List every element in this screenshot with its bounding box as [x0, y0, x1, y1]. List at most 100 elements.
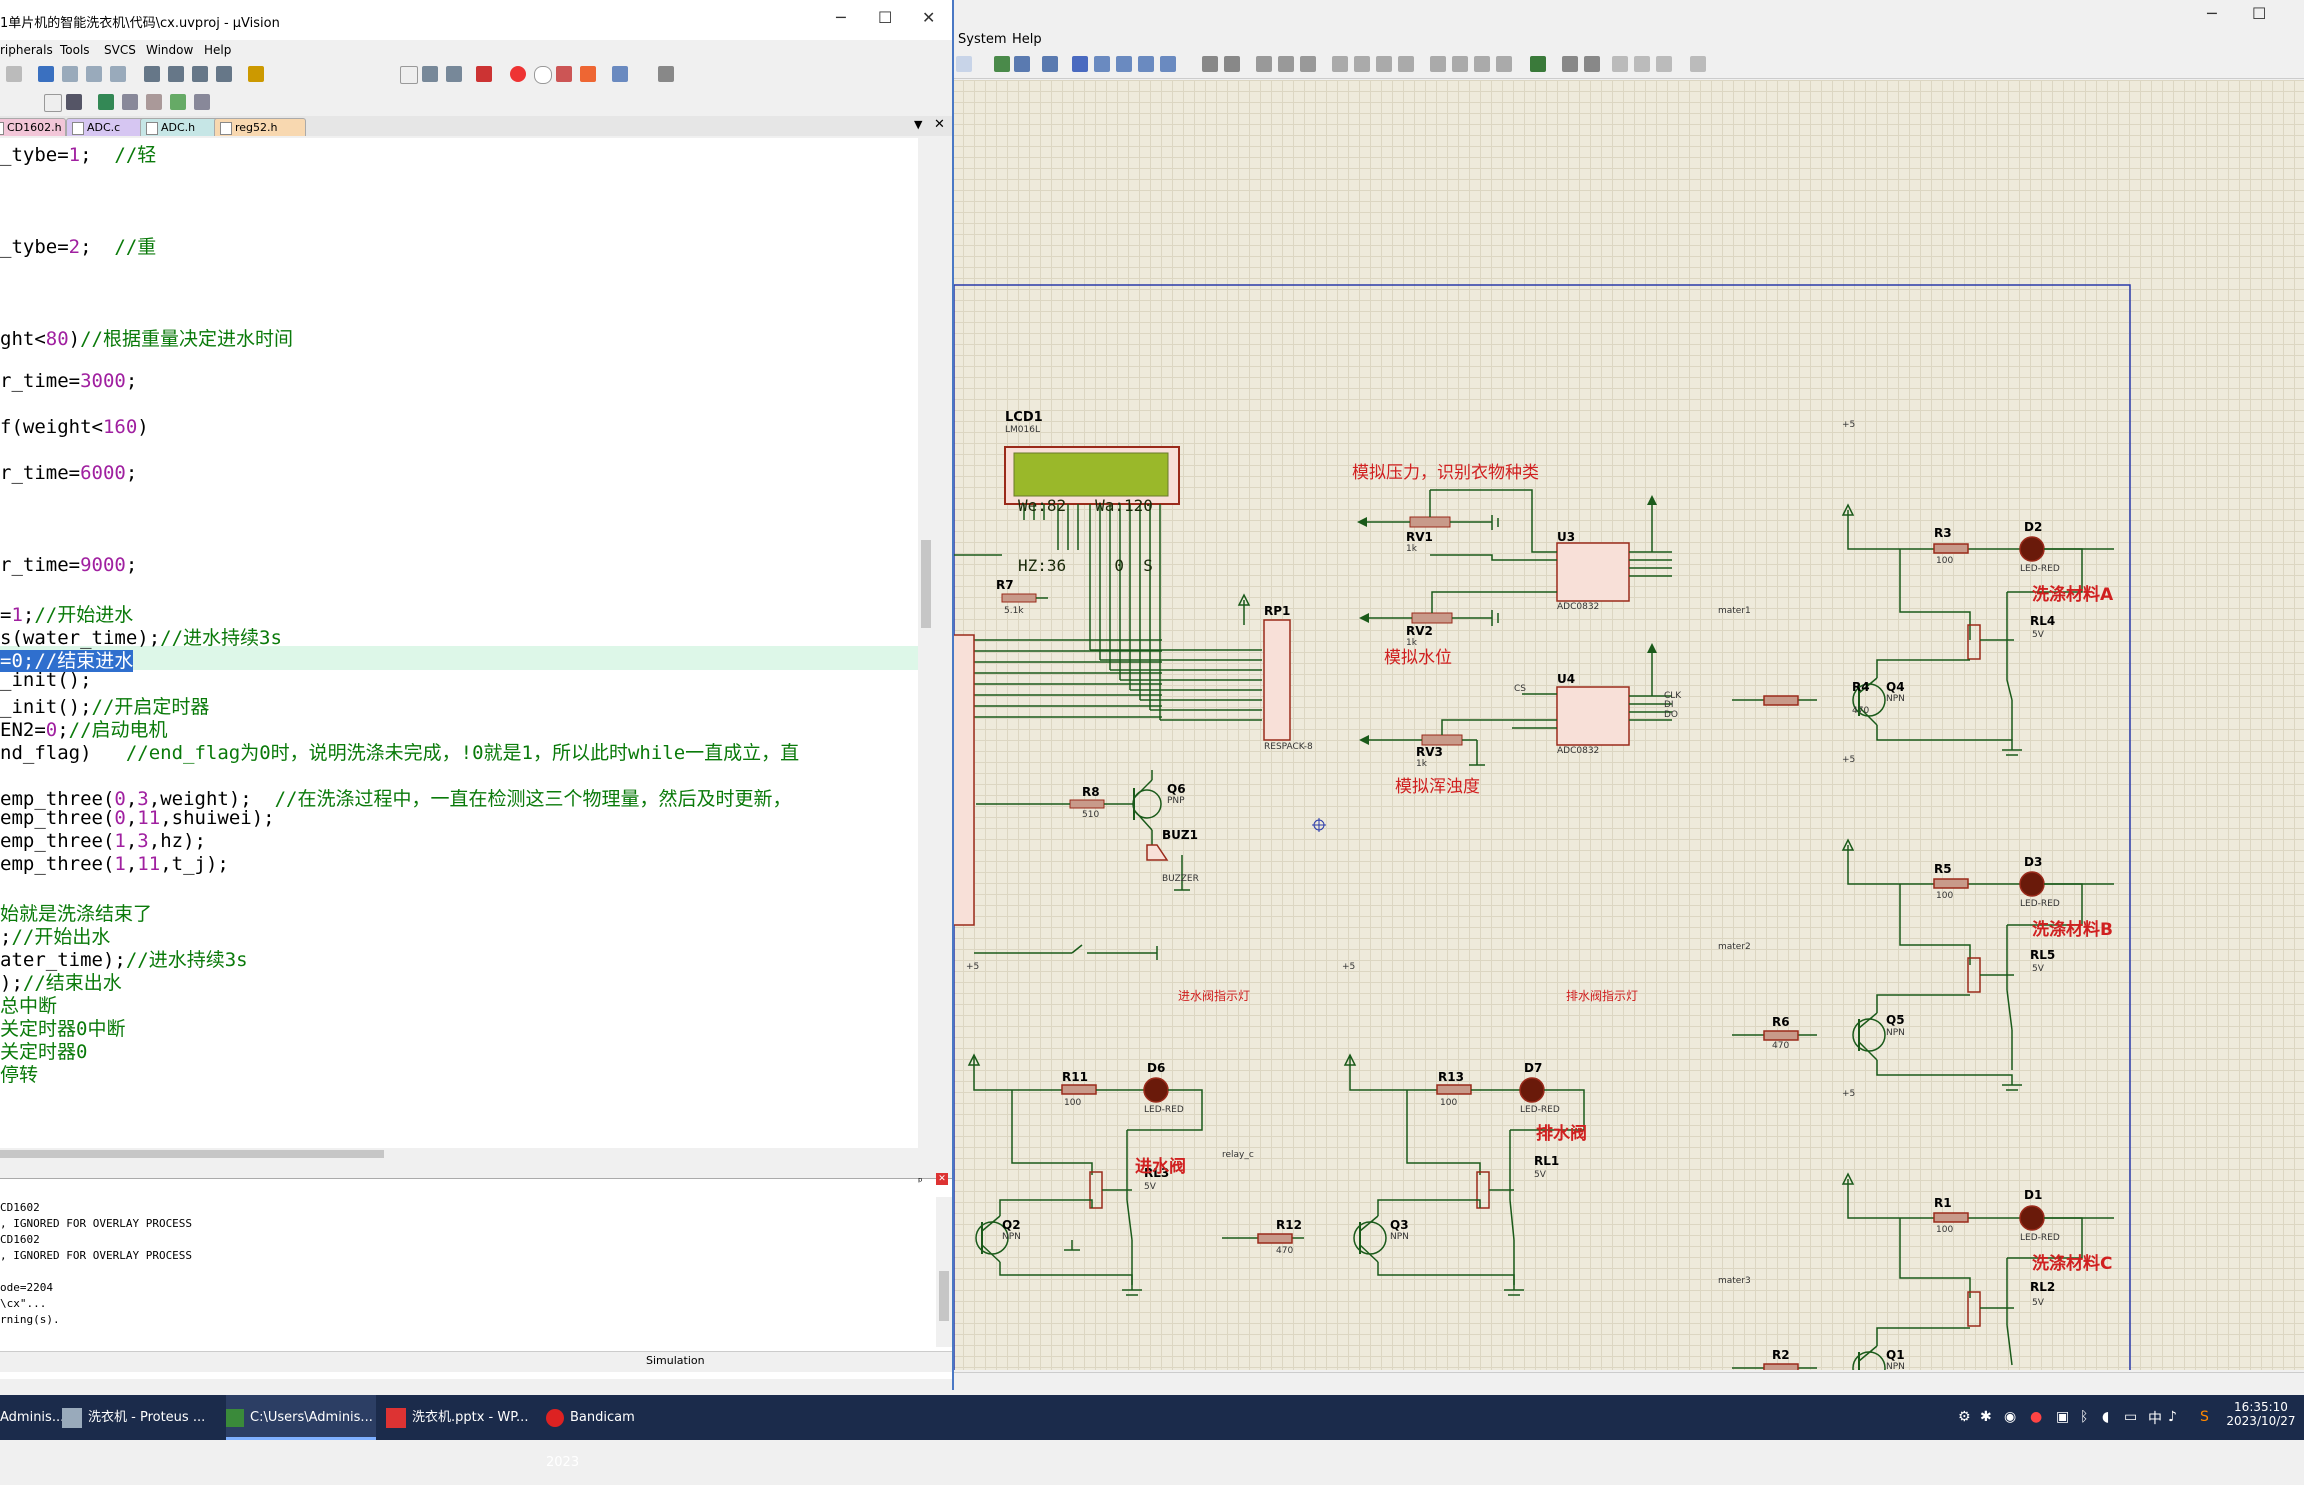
clock[interactable]: 16:35:10 2023/10/27 — [2226, 1400, 2296, 1428]
editor-hscrollbar[interactable] — [0, 1148, 934, 1158]
configure-icon[interactable] — [658, 66, 674, 82]
comment-icon[interactable] — [192, 66, 208, 82]
prev-bookmark-icon[interactable] — [62, 66, 78, 82]
taskbar-item-proteus[interactable]: 洗衣机 - Proteus ... — [62, 1395, 220, 1440]
uncomment-icon[interactable] — [216, 66, 232, 82]
menu-system[interactable]: System — [958, 32, 1007, 47]
block-move-icon[interactable] — [1354, 56, 1370, 72]
paste-icon[interactable] — [1300, 56, 1316, 72]
gear-icon[interactable]: ⚙ — [1958, 1409, 1971, 1425]
zoom-out-icon[interactable] — [1116, 56, 1132, 72]
taskbar-item-bandicam[interactable]: Bandicam 2023 — [546, 1395, 668, 1470]
tab-list-icon[interactable]: ▼ — [914, 118, 923, 131]
schematic-canvas[interactable]: LCD1 LM016L We:82 Wa:120 HZ:36 0 S R7 5.… — [952, 80, 2304, 1384]
proteus-hscrollbar[interactable] — [952, 1372, 2304, 1393]
pick-device-icon[interactable] — [1430, 56, 1446, 72]
scroll-thumb[interactable] — [921, 540, 931, 628]
battery-icon[interactable]: ▭ — [2124, 1409, 2138, 1425]
close-button[interactable]: ✕ — [922, 8, 936, 27]
undo-icon[interactable] — [1202, 56, 1218, 72]
forward-icon[interactable] — [6, 66, 22, 82]
wechat-icon[interactable]: ◉ — [2004, 1409, 2017, 1425]
next-bookmark-icon[interactable] — [86, 66, 102, 82]
make-device-icon[interactable] — [1452, 56, 1468, 72]
clear-bookmarks-icon[interactable] — [110, 66, 126, 82]
property-tool-icon[interactable] — [1584, 56, 1600, 72]
packaging-icon[interactable] — [1474, 56, 1490, 72]
dropdown-icon[interactable] — [956, 56, 972, 72]
new-sheet-icon[interactable] — [1612, 56, 1628, 72]
find-icon[interactable] — [422, 66, 438, 82]
decompose-icon[interactable] — [1496, 56, 1512, 72]
wire-autoroute-icon[interactable] — [1530, 56, 1546, 72]
pan-icon[interactable] — [1072, 56, 1088, 72]
simulation-tab[interactable]: Simulation — [646, 1354, 705, 1367]
tab-adc-c[interactable]: ADC.c — [66, 118, 148, 136]
maximize-button[interactable]: ☐ — [2252, 4, 2267, 23]
target-dropdown-icon[interactable] — [44, 94, 62, 112]
pin-icon[interactable]: ᵖ — [918, 1175, 923, 1188]
build-vscrollbar[interactable] — [936, 1197, 952, 1347]
bookmark-icon[interactable] — [38, 66, 54, 82]
zoom-all-icon[interactable] — [1138, 56, 1154, 72]
incremental-find-icon[interactable] — [446, 66, 462, 82]
block-rotate-icon[interactable] — [1376, 56, 1392, 72]
find-in-files-icon[interactable] — [248, 66, 264, 82]
block-delete-icon[interactable] — [1398, 56, 1414, 72]
cut-icon[interactable] — [1256, 56, 1272, 72]
taskbar-item-wps[interactable]: 洗衣机.pptx - WP... — [386, 1395, 532, 1440]
bluetooth-tray-icon[interactable]: ✱ — [1980, 1409, 1992, 1425]
block-copy-icon[interactable] — [1332, 56, 1348, 72]
menu-help[interactable]: Help — [1012, 32, 1042, 47]
file-extensions-icon[interactable] — [122, 94, 138, 110]
menu-svcs[interactable]: SVCS — [104, 43, 136, 57]
minimize-button[interactable]: ─ — [836, 8, 846, 27]
record-icon[interactable]: ● — [2030, 1409, 2043, 1425]
clear-breakpoints-icon[interactable] — [556, 66, 572, 82]
netlist-icon[interactable] — [1690, 56, 1706, 72]
menu-help[interactable]: Help — [204, 43, 232, 57]
search-icon[interactable] — [1562, 56, 1578, 72]
unindent-icon[interactable] — [168, 66, 184, 82]
indent-icon[interactable] — [144, 66, 160, 82]
volume-icon[interactable]: ♪ — [2168, 1409, 2177, 1425]
redo-icon[interactable] — [1224, 56, 1240, 72]
refresh-icon[interactable] — [994, 56, 1010, 72]
sogou-icon[interactable]: S — [2200, 1409, 2209, 1425]
close-panel-icon[interactable]: ✕ — [936, 1173, 948, 1185]
minimize-button[interactable]: ─ — [2207, 4, 2217, 23]
select-packs-icon[interactable] — [146, 94, 162, 110]
tab-reg52-h[interactable]: reg52.h — [214, 118, 306, 136]
menu-tools[interactable]: Tools — [60, 43, 90, 57]
pack-installer-icon[interactable] — [170, 94, 186, 110]
menu-peripherals[interactable]: ripherals — [0, 43, 53, 57]
breakpoint-icon[interactable] — [510, 66, 526, 82]
bluetooth-icon[interactable]: ᛒ — [2080, 1409, 2089, 1425]
find-dropdown-icon[interactable] — [400, 66, 418, 84]
origin-icon[interactable] — [1042, 56, 1058, 72]
target-options-icon[interactable] — [66, 94, 82, 110]
debug-session-icon[interactable] — [476, 66, 492, 82]
remove-sheet-icon[interactable] — [1634, 56, 1650, 72]
grid-icon[interactable] — [1014, 56, 1030, 72]
maximize-button[interactable]: ☐ — [878, 8, 893, 27]
hscroll-thumb[interactable] — [0, 1150, 384, 1158]
editor-vscrollbar[interactable] — [918, 138, 934, 1148]
manage-components-icon[interactable] — [98, 94, 114, 110]
manage-rte-icon[interactable] — [194, 94, 210, 110]
ime-indicator[interactable]: 中 — [2148, 1411, 2162, 1427]
zoom-in-icon[interactable] — [1094, 56, 1110, 72]
exit-parent-icon[interactable] — [1656, 56, 1672, 72]
tab-adc-h[interactable]: ADC.h — [140, 118, 224, 136]
close-tab-icon[interactable]: ✕ — [934, 117, 945, 132]
nvidia-icon[interactable]: ▣ — [2056, 1409, 2070, 1425]
zoom-area-icon[interactable] — [1160, 56, 1176, 72]
copy-icon[interactable] — [1278, 56, 1294, 72]
window-layout-icon[interactable] — [612, 66, 628, 82]
kill-breakpoints-icon[interactable] — [580, 66, 596, 82]
taskbar-item-keil[interactable]: C:\Users\Adminis... — [226, 1395, 376, 1440]
disable-breakpoint-icon[interactable] — [534, 66, 552, 84]
menu-window[interactable]: Window — [146, 43, 194, 57]
mic-icon[interactable]: ◖ — [2102, 1409, 2110, 1425]
